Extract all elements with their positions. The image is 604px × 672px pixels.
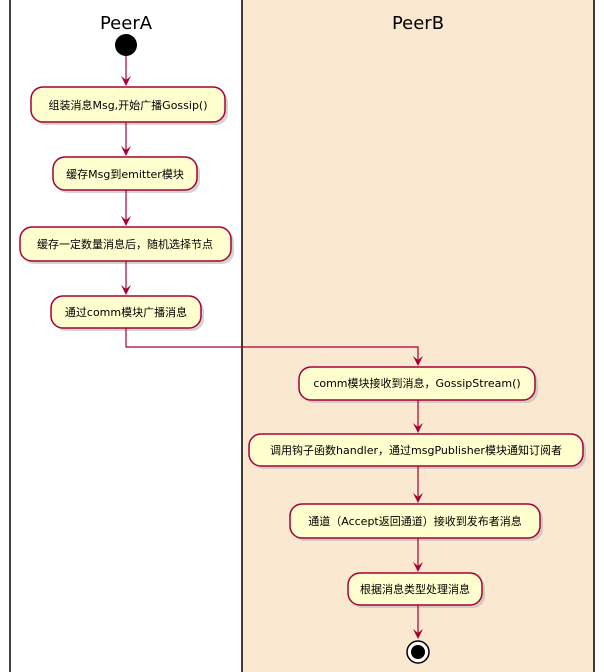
activity-assemble-msg-label: 组装消息Msg,开始广播Gossip(): [48, 98, 207, 112]
activity-process-msg: 根据消息类型处理消息: [347, 572, 485, 608]
activity-comm-receive-label: comm模块接收到消息，GossipStream(): [313, 376, 520, 390]
arrowhead: [121, 146, 131, 156]
flow-broadcast-receive: [125, 328, 419, 364]
activity-cache-emitter-label: 缓存Msg到emitter模块: [66, 167, 184, 181]
activity-hook-handler: 调用钩子函数handler，通过msgPublisher模块通知订阅者: [248, 433, 586, 469]
activity-hook-handler-label: 调用钩子函数handler，通过msgPublisher模块通知订阅者: [270, 443, 562, 457]
arrowhead: [121, 285, 131, 295]
activity-comm-receive: comm模块接收到消息，GossipStream(): [298, 366, 538, 403]
start-node: [115, 34, 137, 56]
arrowhead: [121, 216, 131, 226]
lane-title-peer-b: PeerB: [392, 13, 444, 34]
end-node: [406, 640, 430, 664]
arrowhead: [413, 629, 423, 639]
arrowhead: [413, 493, 423, 503]
activity-comm-broadcast-label: 通过comm模块广播消息: [65, 305, 187, 319]
activity-process-msg-label: 根据消息类型处理消息: [360, 582, 470, 596]
activity-cache-select: 缓存一定数量消息后，随机选择节点: [19, 226, 234, 264]
arrowhead: [413, 423, 423, 433]
arrowhead: [121, 76, 131, 86]
activity-comm-broadcast: 通过comm模块广播消息: [50, 295, 204, 331]
activity-cache-select-label: 缓存一定数量消息后，随机选择节点: [37, 237, 213, 251]
activity-channel-receive: 通道（Accept返回通道）接收到发布者消息: [289, 503, 543, 541]
activity-assemble-msg: 组装消息Msg,开始广播Gossip(): [30, 86, 228, 125]
activity-cache-emitter: 缓存Msg到emitter模块: [52, 156, 200, 193]
activity-channel-receive-label: 通道（Accept返回通道）接收到发布者消息: [308, 514, 522, 528]
arrowhead: [413, 562, 423, 572]
lane-title-peer-a: PeerA: [100, 13, 153, 34]
arrowhead: [413, 356, 423, 366]
